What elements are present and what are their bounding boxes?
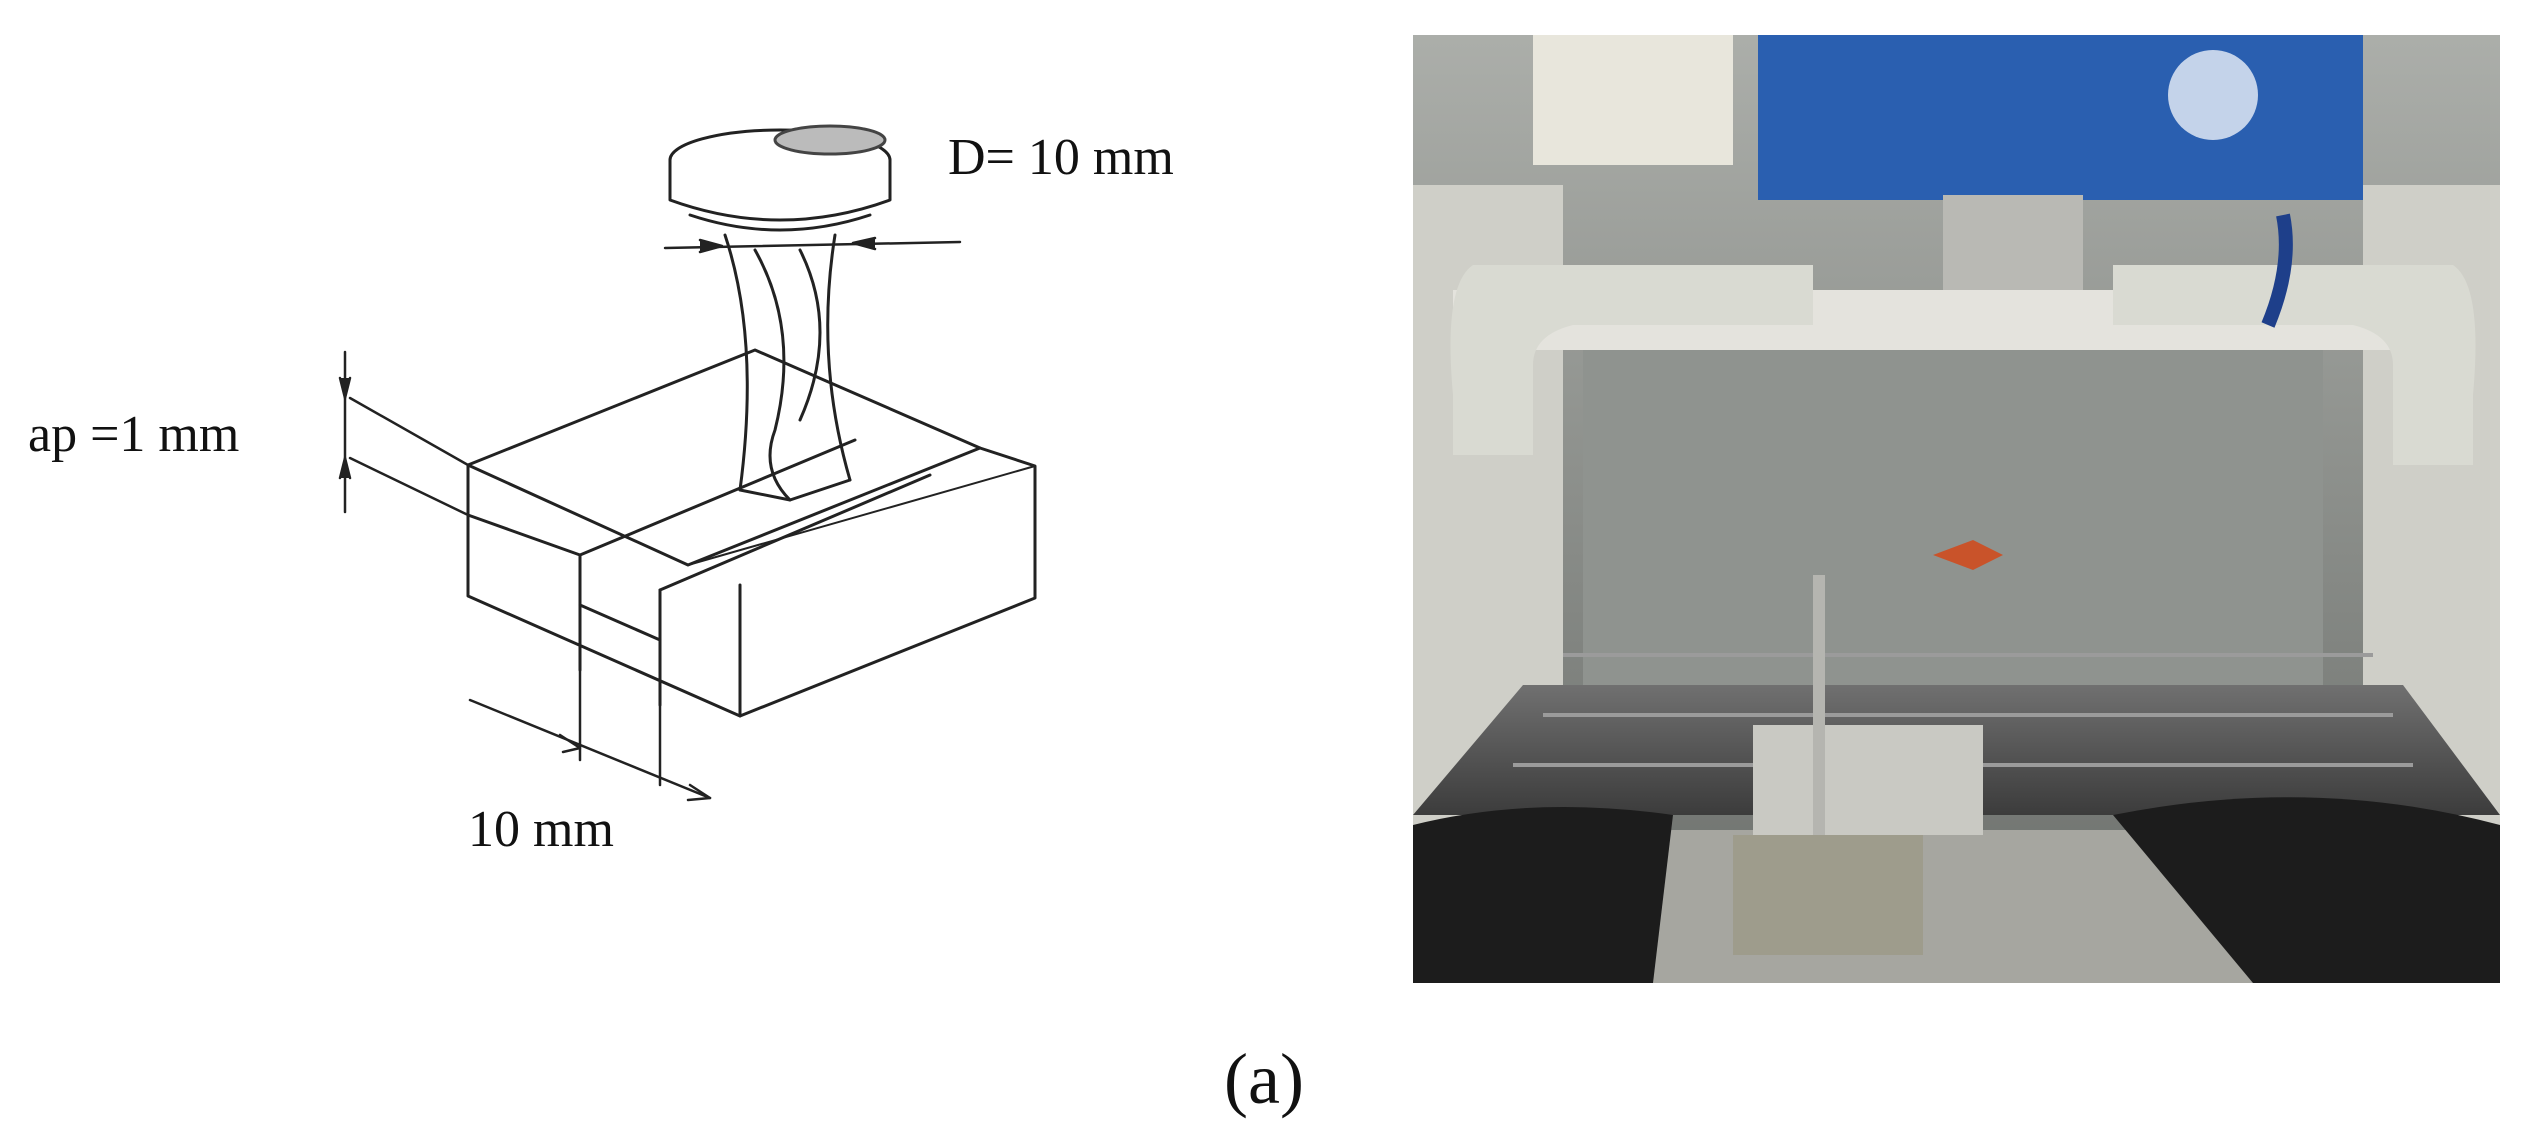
depth-of-cut-label: ap =1 mm — [28, 406, 240, 463]
slot-width-label: 10 mm — [468, 801, 614, 858]
diameter-dimension — [663, 236, 962, 254]
slot-width-dimension — [468, 668, 712, 802]
figure-caption: (a) — [1224, 1039, 1304, 1119]
milling-machine-photo — [1413, 35, 2500, 983]
brand-logo — [2168, 50, 2258, 140]
diameter-label: D= 10 mm — [948, 129, 1174, 186]
spindle-head — [1758, 35, 2363, 200]
depth-of-cut-dimension — [338, 350, 470, 517]
workpiece-block — [466, 348, 1037, 718]
end-mill-cutter — [668, 124, 892, 502]
slot-milling-diagram — [338, 124, 1037, 802]
fixture — [1733, 835, 1923, 955]
